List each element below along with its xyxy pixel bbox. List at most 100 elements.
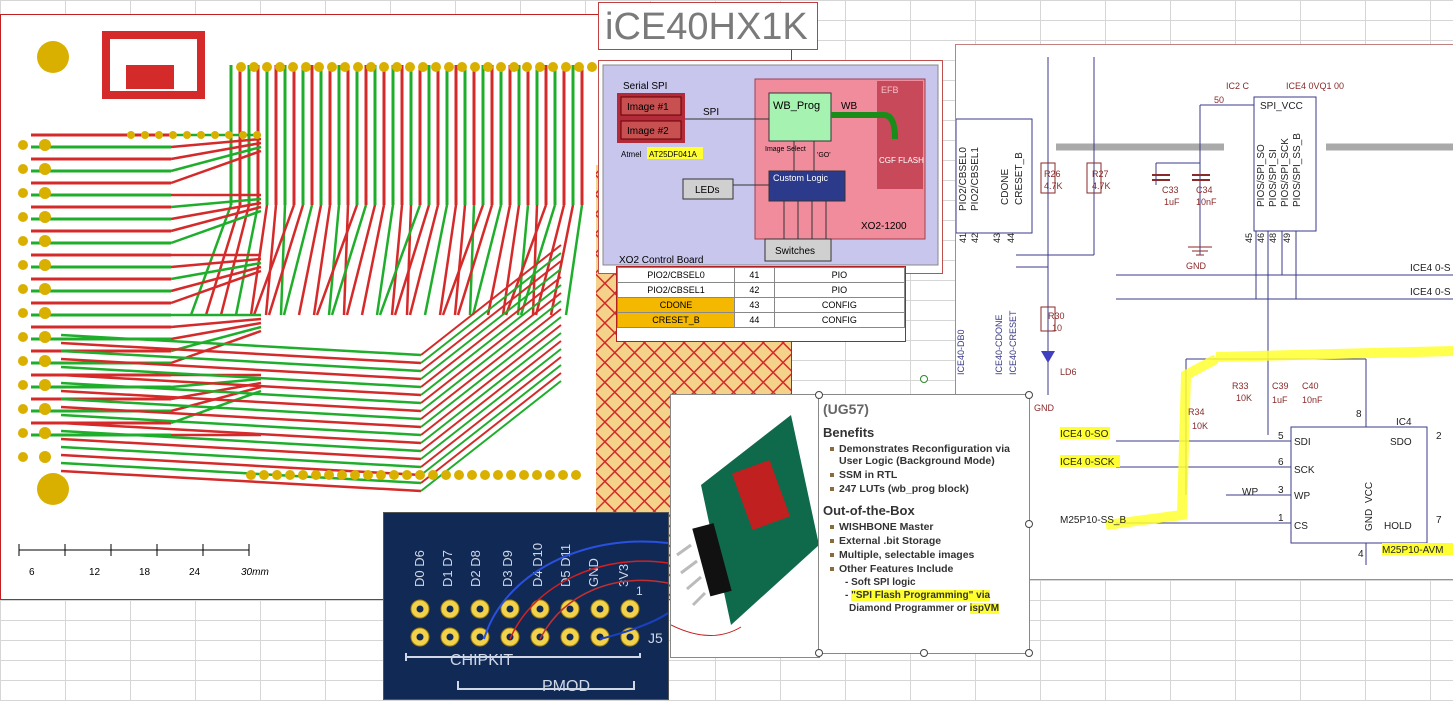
pcb-pad xyxy=(561,62,571,72)
scale-unit: 30mm xyxy=(241,567,269,578)
pin50-label: 50 xyxy=(1214,95,1224,105)
ug57-feature-slide[interactable]: (UG57) Benefits Demonstrates Reconfigura… xyxy=(818,394,1030,654)
wp-net-label: WP xyxy=(1242,487,1258,498)
jumper-wire xyxy=(483,540,668,640)
pcb-pad xyxy=(467,470,477,480)
schematic-panel[interactable]: R26 4.7K R27 4.7K R30 10 LD6 GND C33 1uF… xyxy=(955,44,1453,580)
r34-value: 10K xyxy=(1192,421,1208,431)
highlighted-text: ispVM xyxy=(969,603,1000,614)
pcb-pad xyxy=(428,470,438,480)
pcb-trace xyxy=(471,204,503,316)
pcb-pad xyxy=(18,140,28,150)
pcb-trace xyxy=(360,204,386,316)
pcb-trace xyxy=(390,204,404,316)
pcb-trace xyxy=(393,204,431,316)
pcb-trace xyxy=(170,145,262,173)
image2-label: Image #2 xyxy=(627,126,669,137)
efb-block xyxy=(877,81,923,189)
pcb-trace xyxy=(345,204,377,316)
pcb-pad xyxy=(262,62,272,72)
header-pad-hole xyxy=(566,633,574,641)
wb-prog-label: WB_Prog xyxy=(773,100,820,112)
pcb-trace xyxy=(170,209,262,245)
pcb-trace xyxy=(60,421,422,445)
selection-handle[interactable] xyxy=(1025,649,1033,657)
pcb-trace xyxy=(60,357,422,381)
net-cdone-label: ICE40-CDONE xyxy=(994,314,1004,375)
ic4-label: IC4 xyxy=(1396,417,1412,428)
pcb-pad xyxy=(18,164,28,174)
sub-item-dash: - xyxy=(845,590,852,601)
pcb-trace xyxy=(279,204,287,316)
resistor-r27 xyxy=(1086,162,1102,194)
pcb-pad xyxy=(324,470,334,480)
header-pad-hole xyxy=(476,633,484,641)
image1-label: Image #1 xyxy=(627,102,669,113)
pcb-trace xyxy=(204,204,242,316)
cs-label: CS xyxy=(1294,521,1308,532)
pcb-pad xyxy=(18,356,28,366)
pcb-trace xyxy=(252,204,296,316)
pcb-trace xyxy=(60,437,422,461)
cgf-flash-label: CGF FLASH xyxy=(879,156,924,165)
pcb-trace xyxy=(170,137,262,149)
selection-handle[interactable] xyxy=(920,649,928,657)
r26-label: R26 xyxy=(1044,169,1061,179)
flash-ic4-symbol xyxy=(1290,426,1428,544)
pcb-pad xyxy=(545,470,555,480)
pin2-label: 2 xyxy=(1436,431,1442,442)
pcb-trace xyxy=(420,372,562,484)
schematic-drawing: R26 4.7K R27 4.7K R30 10 LD6 GND C33 1uF… xyxy=(956,57,1453,565)
resistor-r30 xyxy=(1040,306,1056,332)
scale-tick-label: 12 xyxy=(89,567,101,578)
gnd-label: GND xyxy=(1034,403,1055,413)
programmer-chip xyxy=(731,459,791,531)
pmod-pin-label: D3 D9 xyxy=(500,550,515,587)
pcb-pads xyxy=(18,62,623,480)
pcb-pad xyxy=(327,62,337,72)
rotate-handle[interactable] xyxy=(920,375,928,383)
pcb-pad xyxy=(483,62,493,72)
pcb-pad xyxy=(454,470,464,480)
pcb-trace xyxy=(170,317,262,329)
pcb-pad xyxy=(249,62,259,72)
pcb-trace xyxy=(405,204,413,316)
selection-handle[interactable] xyxy=(1025,391,1033,399)
sdi-label: SDI xyxy=(1294,437,1311,448)
pcb-pad xyxy=(418,62,428,72)
usb-footprint xyxy=(102,31,205,99)
pcb-trace xyxy=(420,316,562,428)
block-diagram-drawing: Serial SPI Image #1 Image #2 Atmel AT25D… xyxy=(602,64,939,266)
pmod-header-photo[interactable]: D0 D6 D1 D7 D2 D8 D3 D9 D4 D10 D5 D11 GN… xyxy=(383,512,669,700)
pmod-drawing: D0 D6 D1 D7 D2 D8 D3 D9 D4 D10 D5 D11 GN… xyxy=(384,513,668,699)
pcb-trace xyxy=(375,204,395,316)
pin4-label: 4 xyxy=(1358,549,1364,560)
pcb-trace xyxy=(170,141,262,161)
go-label: 'GO' xyxy=(817,152,831,159)
selection-handle[interactable] xyxy=(815,649,823,657)
scale-tick-label: 18 xyxy=(139,567,151,578)
selection-handle[interactable] xyxy=(815,391,823,399)
pcb-trace xyxy=(486,204,512,316)
pcb-pad xyxy=(519,470,529,480)
table-cell: CRESET_B xyxy=(617,312,735,328)
pin-num: 44 xyxy=(1006,233,1016,243)
pcb-pad xyxy=(253,131,261,139)
selection-handle[interactable] xyxy=(1025,520,1033,528)
pmod-pin-label: 3V3 xyxy=(616,564,631,587)
sdo-label: SDO xyxy=(1390,437,1412,448)
net-creset-label: ICE40-CRESET xyxy=(1008,310,1018,375)
pcb-pad xyxy=(39,187,51,199)
xo2-block-diagram[interactable]: Serial SPI Image #1 Image #2 Atmel AT25D… xyxy=(598,60,943,274)
pcb-trace xyxy=(60,365,422,389)
wb-arrow xyxy=(831,112,898,140)
image-select-label: Image Select xyxy=(765,146,806,153)
table-cell: PIO2/CBSEL1 xyxy=(617,282,735,298)
spi-programmer-photo[interactable] xyxy=(670,394,820,658)
header-pad-hole xyxy=(416,633,424,641)
pcb-pad xyxy=(155,131,163,139)
pcb-pad xyxy=(389,470,399,480)
